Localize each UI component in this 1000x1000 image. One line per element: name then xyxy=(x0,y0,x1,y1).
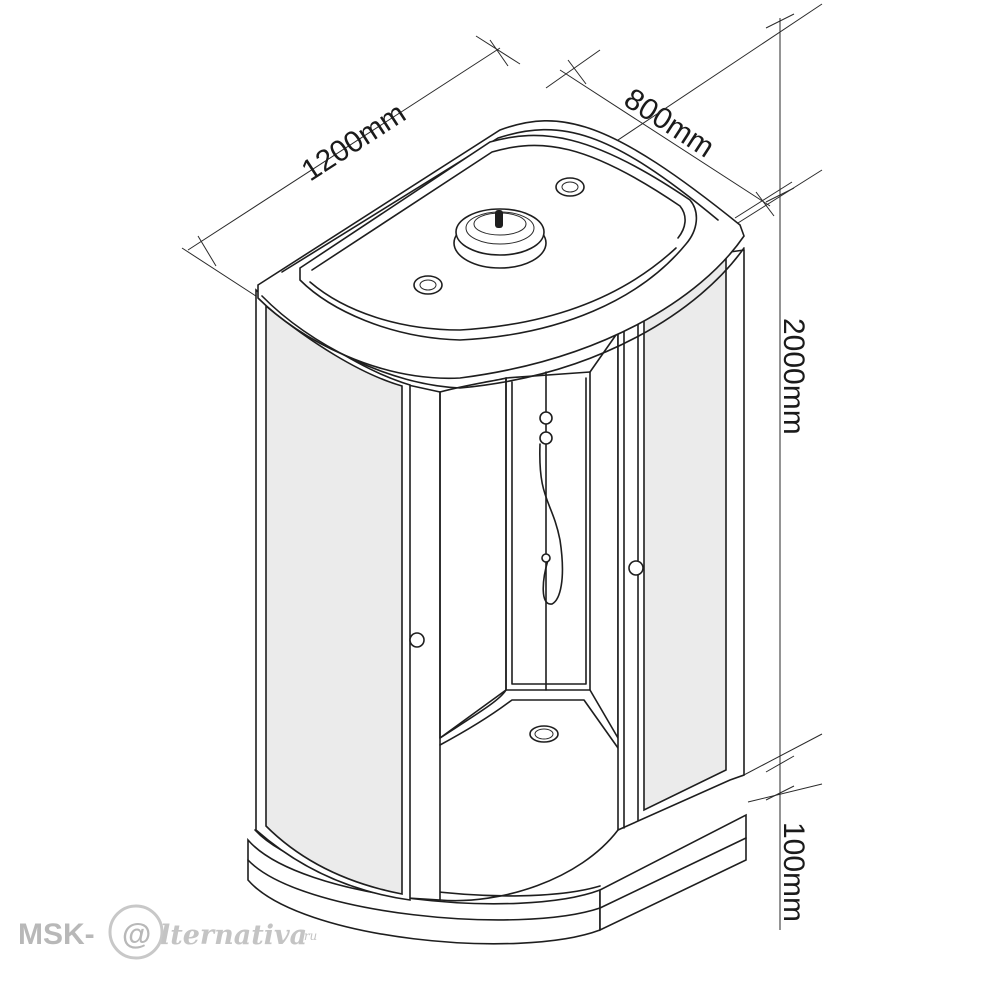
roof-light-right-icon xyxy=(555,177,585,197)
left-glass-door xyxy=(255,288,425,901)
door-handle-right-icon xyxy=(628,560,644,576)
rain-shower-head-icon xyxy=(453,208,547,269)
tray-height-label: 100mm xyxy=(777,822,810,922)
watermark: MSK- @ lternativa .ru xyxy=(18,904,317,960)
watermark-domain: .ru xyxy=(300,929,317,943)
height-label: 2000mm xyxy=(777,318,810,435)
width-label: 1200mm xyxy=(296,97,412,188)
watermark-at: @ xyxy=(122,918,151,951)
right-glass-panel xyxy=(617,249,745,832)
drain-icon xyxy=(529,725,559,743)
watermark-at-icon xyxy=(108,904,164,960)
watermark-prefix: MSK- xyxy=(18,918,95,951)
shower-roof xyxy=(257,120,745,389)
shower-hose-icon xyxy=(539,371,564,691)
dimension-height: 2000mm 100mm xyxy=(497,3,823,930)
roof-light-left-icon xyxy=(413,275,443,295)
shower-interior xyxy=(407,331,619,902)
watermark-suffix: lternativa xyxy=(160,920,307,951)
door-handle-left-icon xyxy=(409,632,425,648)
